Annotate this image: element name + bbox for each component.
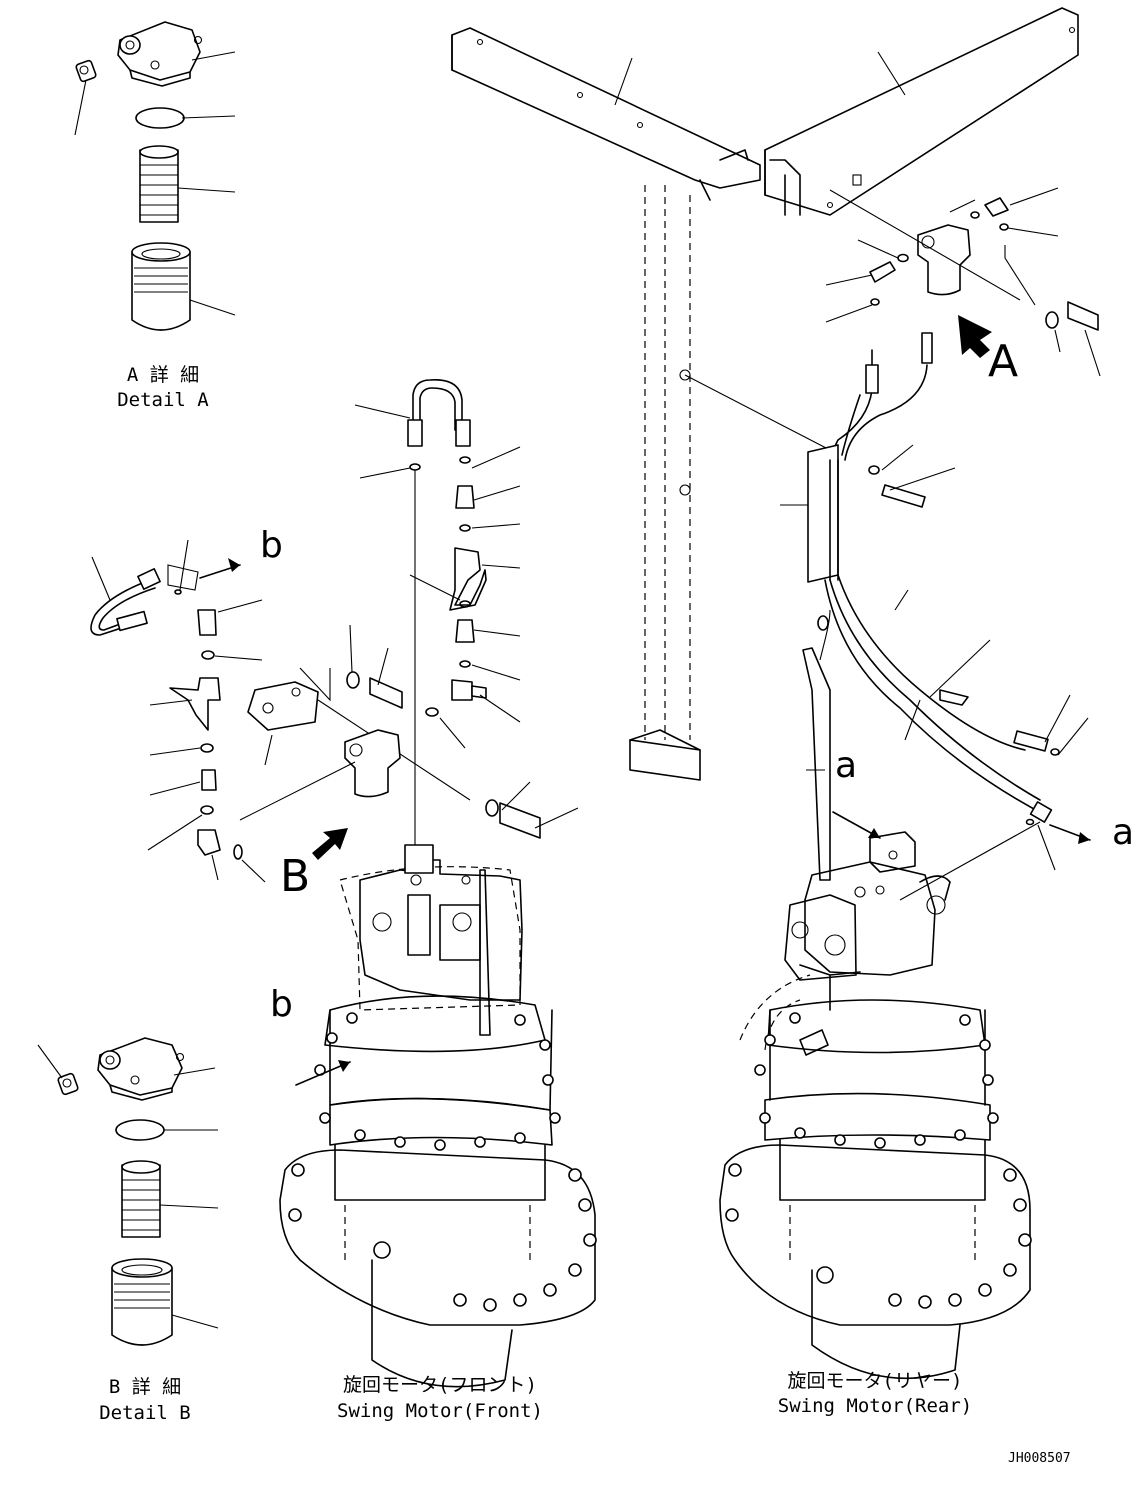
ref-a-right: a: [1112, 812, 1135, 853]
front-hose-and-fittings: [239, 379, 579, 860]
view-b-marker: B: [280, 851, 311, 902]
front-motor-title-en: Swing Motor(Front): [337, 1400, 543, 1422]
filter-a-assembly: [825, 187, 1101, 377]
frame-brackets: [451, 7, 1079, 781]
rear-hose-routing: [684, 332, 1089, 901]
drawing-code: JH008507: [1008, 1451, 1071, 1466]
rear-motor-title-en: Swing Motor(Rear): [777, 1395, 973, 1417]
detail-b-title-en: Detail B: [99, 1402, 191, 1424]
view-a-marker: A: [988, 336, 1019, 387]
front-swing-motor: [279, 844, 597, 1388]
front-motor-title-jp: 旋回モータ(フロント): [343, 1374, 537, 1396]
detail-a-title-en: Detail A: [117, 389, 209, 411]
front-motor-bolts: [288, 1012, 597, 1312]
rear-swing-motor: [719, 811, 1091, 1380]
rear-motor-bolts: [725, 1012, 1032, 1309]
detail-a-exploded-view: [74, 21, 236, 331]
b-side-fittings: [90, 539, 266, 883]
detail-b-exploded-view: [37, 1037, 219, 1346]
ref-b-top: b: [260, 525, 283, 566]
ref-a-top: a: [835, 745, 858, 786]
detail-a-title-jp: A 詳 細: [126, 364, 200, 386]
ref-b-motor: b: [270, 984, 293, 1025]
rear-motor-title-jp: 旋回モータ(リヤー): [787, 1370, 963, 1392]
detail-b-title-jp: B 詳 細: [108, 1376, 182, 1398]
